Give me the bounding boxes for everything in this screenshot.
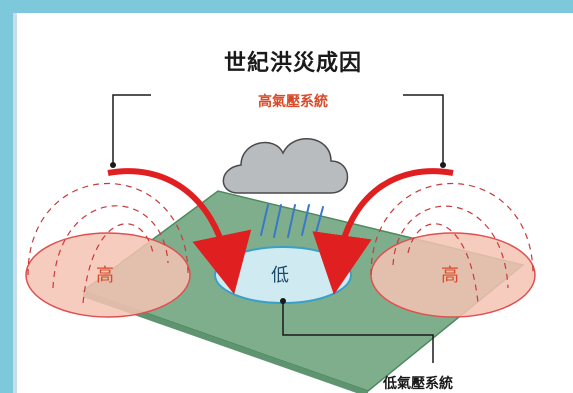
right-callout-dot bbox=[440, 162, 446, 168]
left-zone-label: 高 bbox=[96, 265, 114, 286]
callout-lines bbox=[112, 94, 444, 363]
right-zone-label: 高 bbox=[441, 265, 459, 286]
center-zone-label: 低 bbox=[271, 265, 289, 286]
rain-lines bbox=[260, 204, 324, 238]
diagram-title: 世紀洪災成因 bbox=[223, 50, 362, 76]
low-pressure-system-label: 低氣壓系統 bbox=[383, 376, 453, 392]
rain-cloud-icon bbox=[222, 138, 349, 194]
right-airflow-arrow bbox=[312, 168, 454, 295]
frame-edge bbox=[13, 13, 17, 393]
center-callout-dot bbox=[280, 298, 286, 304]
right-dome-lines bbox=[370, 183, 534, 304]
left-dome-lines bbox=[27, 183, 189, 304]
left-high-zone bbox=[25, 232, 191, 318]
left-callout-dot bbox=[110, 162, 116, 168]
flood-cause-diagram: 高 高 低 bbox=[25, 94, 536, 393]
high-pressure-system-label: 高氣壓系統 bbox=[258, 94, 328, 110]
diagram-frame: 高 高 低 bbox=[13, 13, 573, 393]
ground-plane-edge bbox=[83, 291, 368, 393]
left-airflow-arrow bbox=[107, 168, 252, 295]
